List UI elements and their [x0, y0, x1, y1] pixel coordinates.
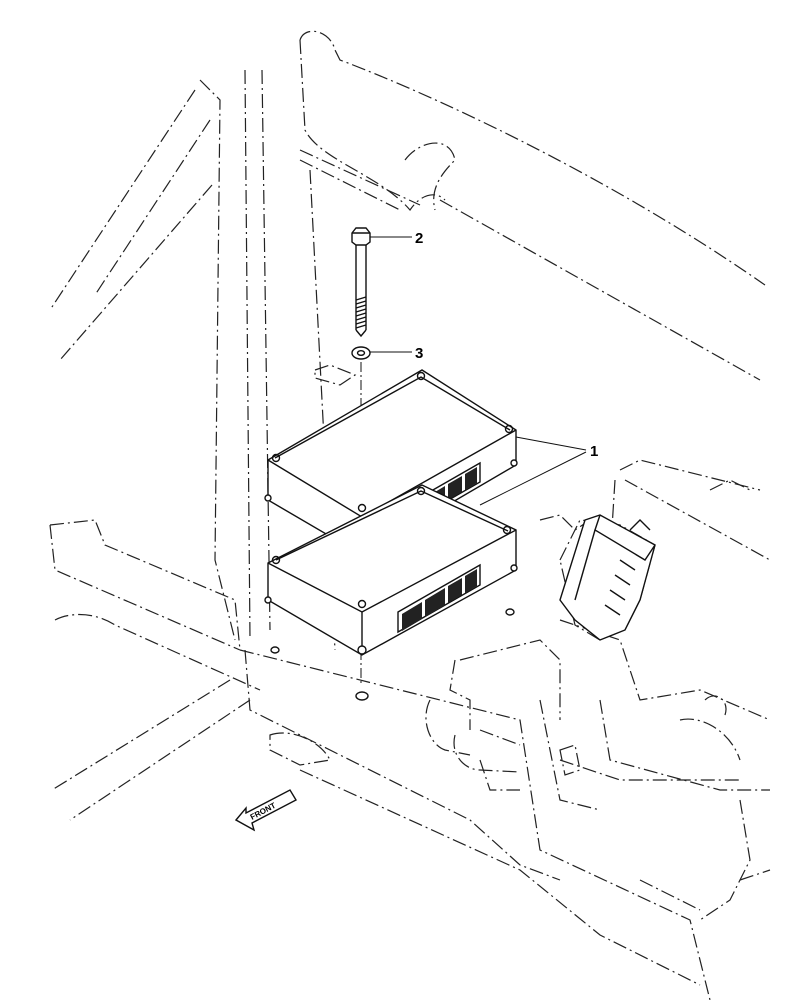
washer — [351, 346, 371, 360]
bolt — [351, 227, 371, 338]
callout-item-2: 2 — [415, 230, 423, 247]
module-lower-connector — [397, 563, 481, 634]
control-module-lower — [264, 484, 518, 656]
callout-item-3: 3 — [415, 345, 423, 362]
front-direction-arrow: FRONT — [234, 789, 297, 832]
bolt-thread — [355, 296, 367, 329]
callout-item-1: 1 — [590, 443, 598, 460]
platform-mounting-holes — [270, 608, 515, 701]
mounting-bracket — [559, 514, 656, 641]
leader-lines — [370, 236, 587, 506]
